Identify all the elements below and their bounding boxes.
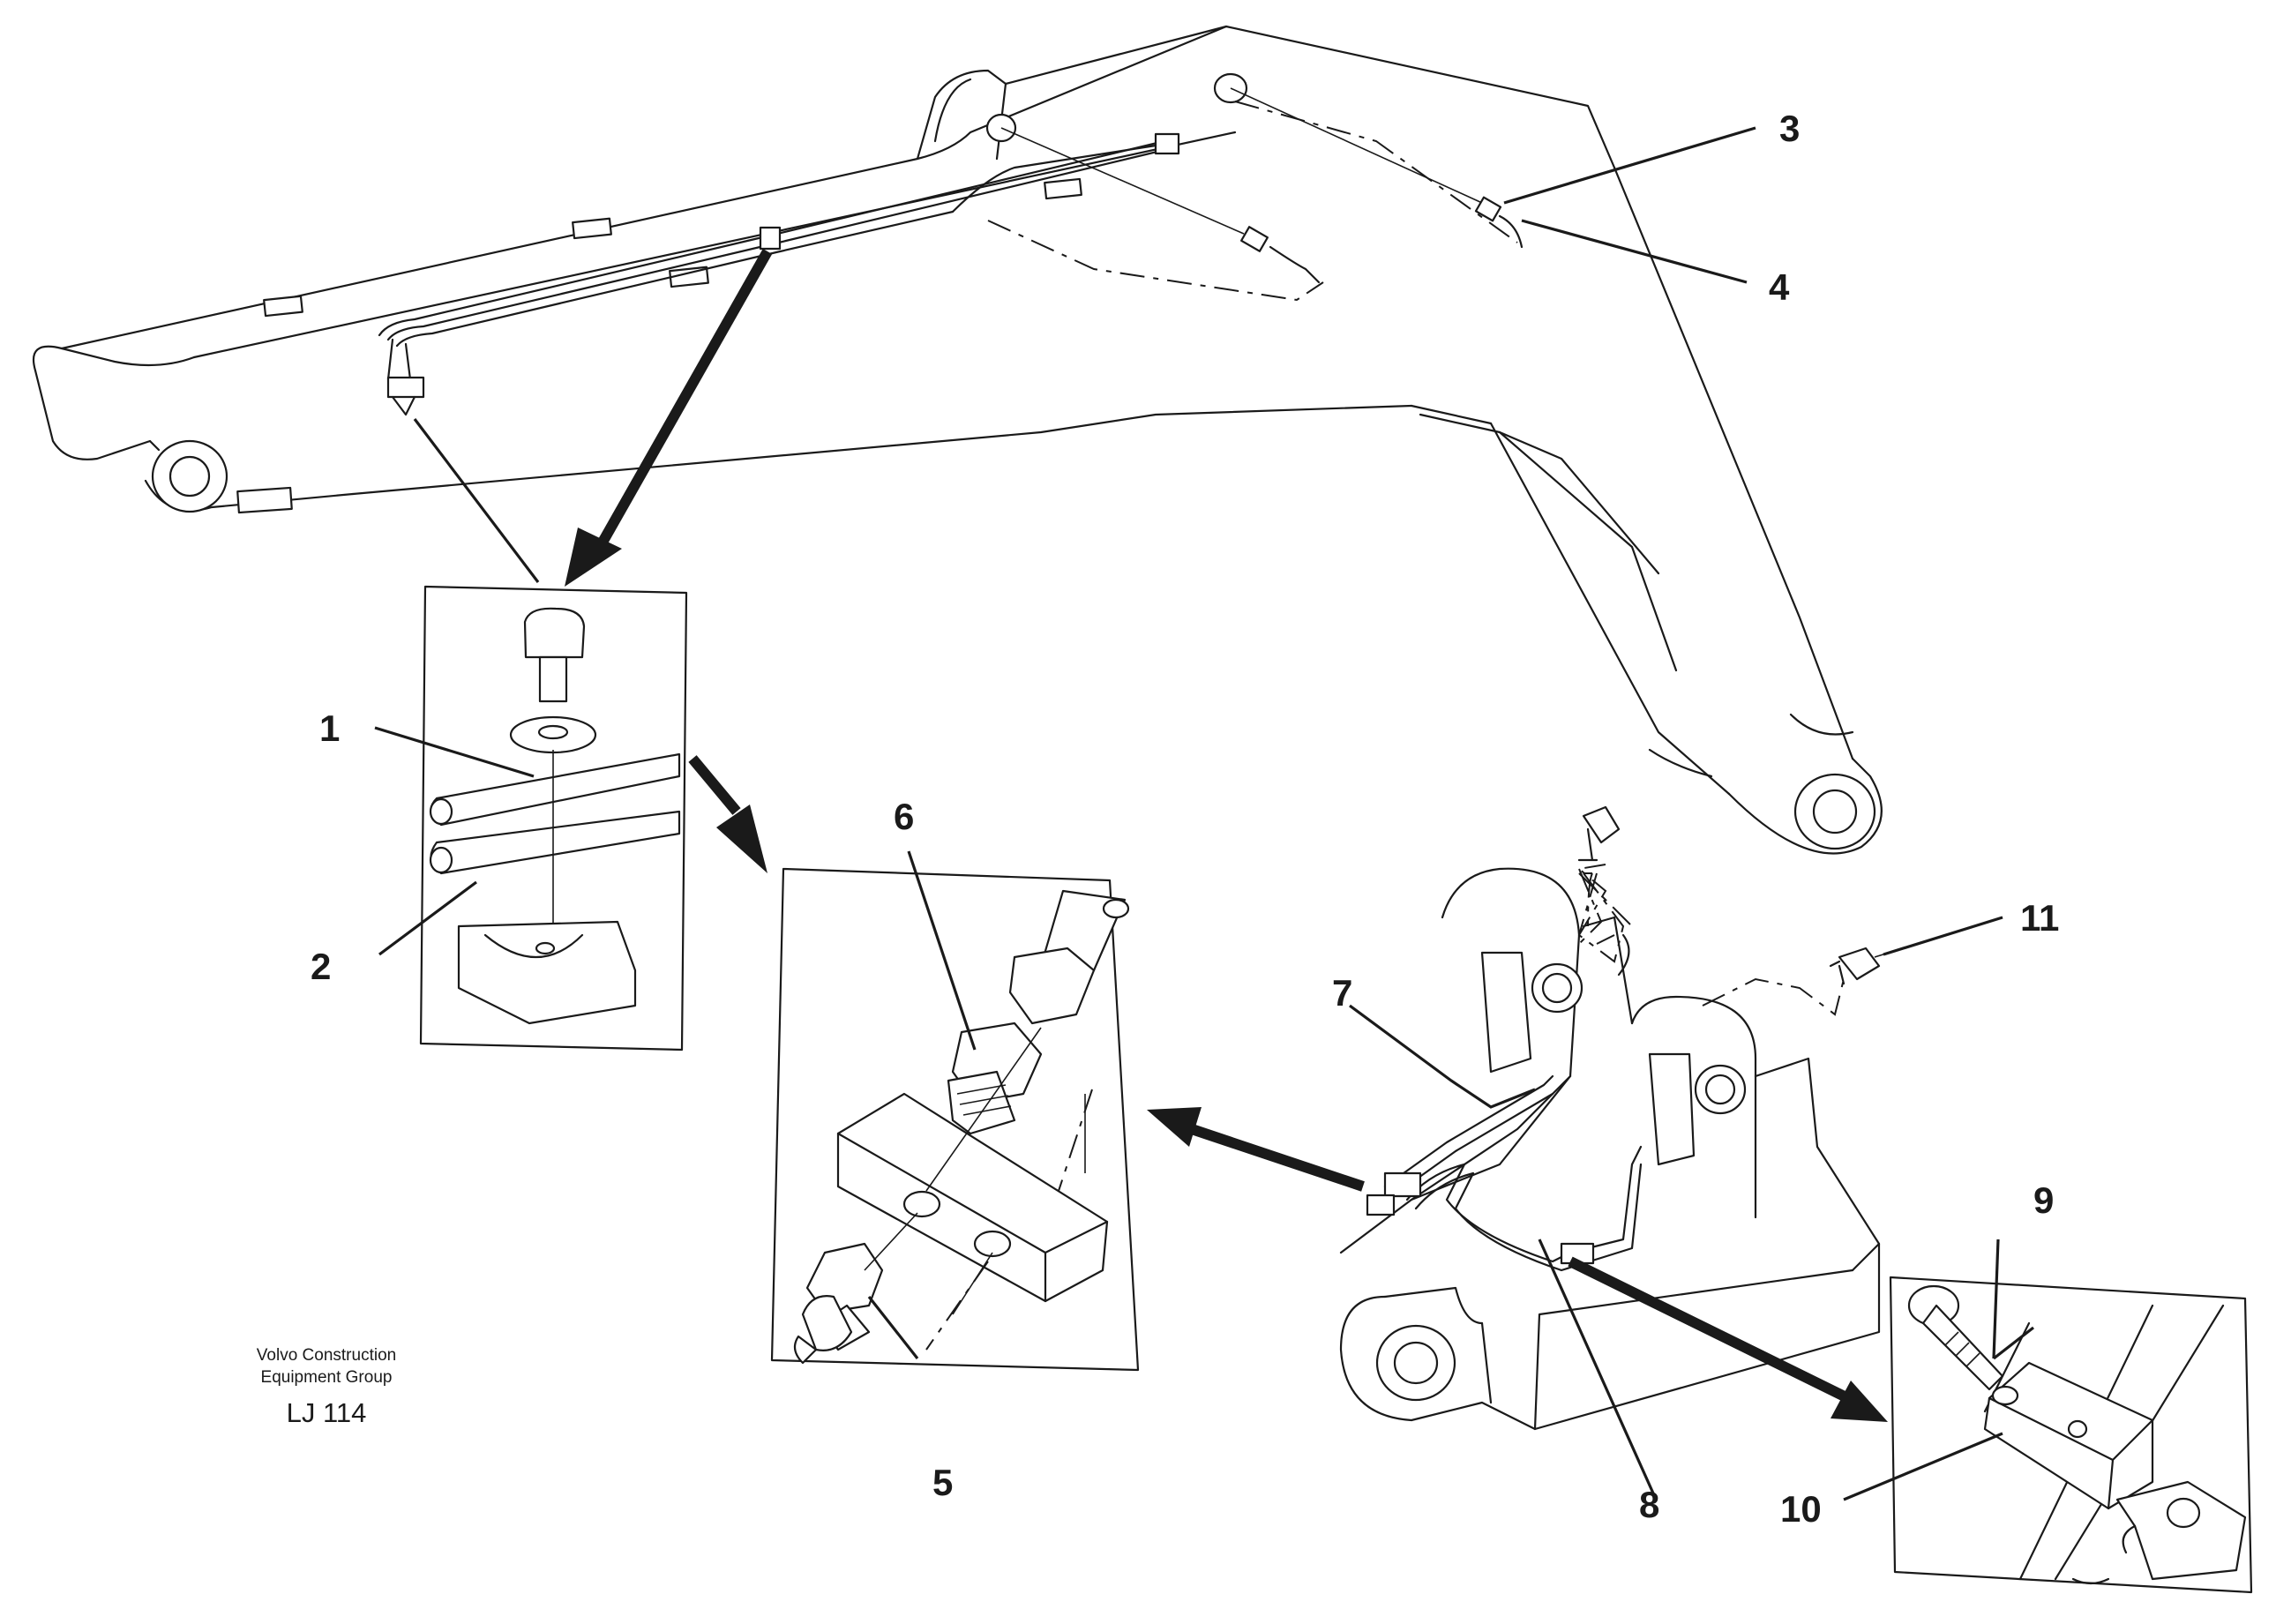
company-line-2: Equipment Group bbox=[260, 1368, 393, 1387]
callout-11: 11 bbox=[2020, 897, 2059, 939]
inset-arrow-a bbox=[688, 755, 767, 873]
callout-9: 9 bbox=[2033, 1179, 2054, 1221]
callout-leaders bbox=[1349, 126, 2003, 1496]
inset-grease-fitting-detail bbox=[770, 850, 1140, 1372]
boom-lube-lines bbox=[378, 87, 1524, 416]
callout-6: 6 bbox=[894, 796, 914, 837]
stick-foot bbox=[1339, 805, 2003, 1431]
callout-7: 7 bbox=[1332, 972, 1352, 1014]
inset-clamp-detail bbox=[374, 585, 688, 1051]
boom-arrows bbox=[413, 249, 773, 587]
callout-10: 10 bbox=[1780, 1488, 1822, 1530]
callout-5: 5 bbox=[932, 1462, 953, 1503]
callout-4: 4 bbox=[1769, 266, 1790, 308]
callout-8: 8 bbox=[1639, 1484, 1659, 1525]
callout-3: 3 bbox=[1779, 108, 1800, 149]
inset-arrow-c bbox=[1568, 1256, 1888, 1422]
boom bbox=[32, 25, 1883, 855]
callout-1: 1 bbox=[319, 707, 340, 749]
callout-2: 2 bbox=[311, 946, 331, 987]
company-line-1: Volvo Construction bbox=[256, 1346, 397, 1365]
inset-arrow-b bbox=[1147, 1107, 1365, 1192]
figure-code: LJ 114 bbox=[286, 1397, 367, 1428]
callout-labels: 1 2 3 4 5 6 7 8 9 10 11 bbox=[311, 108, 2059, 1530]
company-caption: Volvo Construction Equipment Group bbox=[203, 1344, 450, 1388]
inset-stick-clamp-detail bbox=[1843, 1276, 2253, 1594]
